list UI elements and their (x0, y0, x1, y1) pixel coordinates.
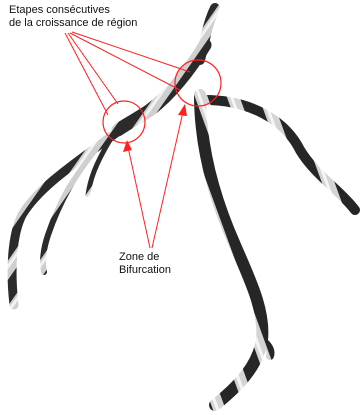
bifurcation-label: Zone de Bifurcation (119, 251, 171, 277)
bifurcation-label-line1: Zone de (119, 251, 171, 264)
bifurcation-arrow-right-line (152, 112, 183, 248)
steps-label-line1: Etapes consécutives (9, 4, 137, 17)
vessel-main-segment (118, 45, 205, 130)
vessel-central-branch (200, 95, 262, 405)
steps-label: Etapes consécutives de la croissance de … (9, 4, 137, 30)
pointer-line-2 (68, 33, 118, 104)
pointer-line-4 (72, 32, 190, 72)
pointer-line-3 (70, 33, 180, 90)
pointer-line-1 (65, 33, 108, 115)
step-pointer-lines (65, 32, 190, 115)
steps-label-line2: de la croissance de région (9, 17, 137, 30)
bifurcation-arrow-right-head (178, 104, 187, 116)
bifurcation-label-line2: Bifurcation (119, 264, 171, 277)
vessel-tree (12, 8, 355, 405)
vessel-right-branch (205, 100, 355, 210)
bifurcation-arrow-left-line (128, 147, 150, 248)
